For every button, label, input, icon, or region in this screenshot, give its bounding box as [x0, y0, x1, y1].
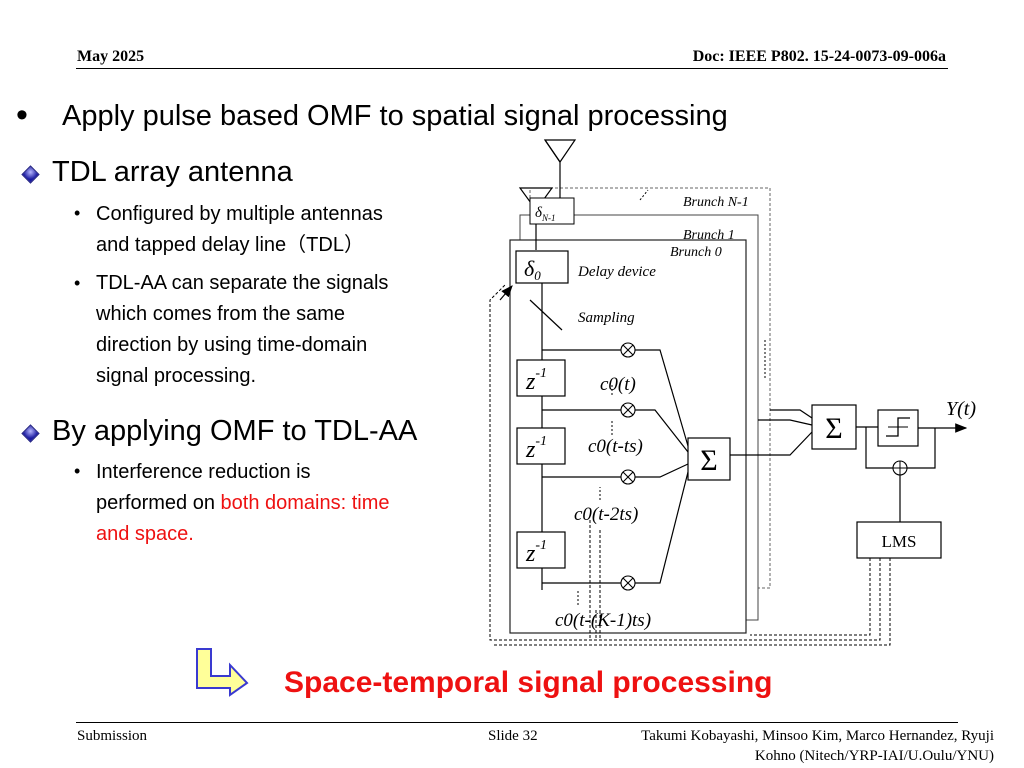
sub-bullet: •	[74, 273, 81, 293]
bullet-line: which comes from the same	[96, 303, 345, 325]
coef-label: c0(t-(K-1)ts)	[555, 610, 651, 631]
diamond-bullet-icon	[21, 165, 40, 184]
sum-symbol: Σ	[700, 444, 717, 477]
bullet-line: Configured by multiple antennas	[96, 203, 383, 225]
sampling-label: Sampling	[578, 310, 635, 326]
bullet-line: performed on both domains: time	[96, 488, 390, 519]
svg-text:z-1: z-1	[525, 538, 547, 567]
bullet-interference: Interference reduction is performed on b…	[96, 457, 390, 550]
footer-authors-line: Kohno (Nitech/YRP-IAI/U.Oulu/YNU)	[754, 748, 994, 764]
adder-icon	[892, 460, 908, 476]
delay-box-0	[515, 250, 569, 284]
footer-submission: Submission	[77, 728, 148, 744]
multiplier-icon	[620, 469, 636, 485]
bullet-tdl-aa: TDL-AA can separate the signals which co…	[96, 268, 388, 392]
bullet-line: Interference reduction is	[96, 461, 311, 483]
coef-label: c0(t-ts)	[588, 436, 643, 457]
highlight-text: both domains: time	[220, 492, 390, 514]
output-label: Y(t)	[946, 398, 976, 420]
branch-label-n1: Brunch N-1	[683, 195, 749, 210]
multiplier-icon	[620, 342, 636, 358]
bullet-line: and tapped delay line（TDL）	[96, 234, 364, 256]
branch-sum-box	[687, 437, 731, 481]
multiplier-icon	[620, 402, 636, 418]
footer-authors-line: Takumi Kobayashi, Minsoo Kim, Marco Hern…	[641, 728, 994, 744]
diamond-bullet-icon	[21, 424, 40, 443]
bullet-configured: Configured by multiple antennas and tapp…	[96, 199, 383, 261]
branch-label-0: Brunch 0	[670, 245, 722, 260]
footer-slide-number: Slide 32	[488, 728, 538, 744]
bottom-title: Space-temporal signal processing	[284, 666, 773, 699]
lms-label: LMS	[882, 532, 917, 551]
delay-device-label: Delay device	[577, 264, 656, 280]
coef-label: c0(t)	[600, 374, 636, 395]
unit-delay-box: z-1	[516, 427, 566, 465]
section-heading-tdl: TDL array antenna	[52, 156, 293, 188]
bullet-line: TDL-AA can separate the signals	[96, 272, 389, 294]
bullet-line: direction by using time-domain	[96, 334, 368, 356]
section-heading-omf: By applying OMF to TDL-AA	[52, 415, 418, 447]
antenna-icon	[543, 139, 577, 200]
main-sum-box	[811, 404, 857, 450]
sampling-switch-icon	[529, 299, 563, 331]
branch-label-1: Brunch 1	[683, 228, 735, 243]
header-date: May 2025	[77, 48, 145, 65]
svg-text:z-1: z-1	[525, 434, 547, 463]
footer-authors: Takumi Kobayashi, Minsoo Kim, Marco Hern…	[641, 728, 994, 765]
sub-bullet: •	[74, 461, 81, 481]
title-bullet: •	[16, 96, 28, 134]
delta-n1-label: δN-1	[535, 205, 555, 223]
lms-box	[856, 521, 942, 559]
sum-symbol: Σ	[825, 412, 842, 445]
bullet-text: performed on	[96, 492, 221, 514]
right-turn-arrow-icon	[196, 648, 249, 697]
delta-0-label: δ0	[524, 256, 541, 283]
unit-delay-box: z-1	[516, 531, 566, 569]
sub-bullet: •	[74, 203, 81, 223]
bullet-line: signal processing.	[96, 365, 257, 387]
footer-rule	[76, 722, 958, 723]
coef-label: c0(t-2ts)	[574, 504, 638, 525]
header-doc-id: Doc: IEEE P802. 15-24-0073-09-006a	[692, 48, 946, 65]
highlight-text: and space.	[96, 523, 194, 545]
slide-title: Apply pulse based OMF to spatial signal …	[62, 100, 728, 132]
tdl-array-antenna-diagram: δN-1 Brunch N-1 Brunch 1 Brunch 0 δ0 Del…	[489, 139, 976, 646]
header-rule	[76, 68, 948, 69]
multiplier-icon	[620, 575, 636, 591]
delay-box-n1	[529, 197, 575, 225]
svg-text:z-1: z-1	[525, 366, 547, 395]
unit-delay-box: z-1	[516, 359, 566, 397]
